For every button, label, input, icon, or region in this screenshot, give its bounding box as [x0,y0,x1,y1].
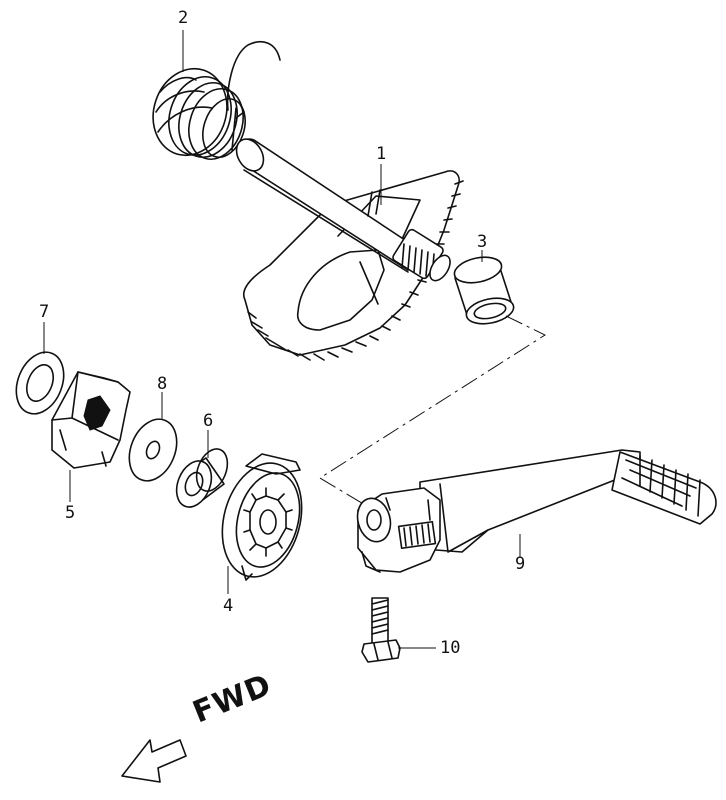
part-9-kick-starter-lever [356,449,717,573]
callout-9: 9 [515,554,526,574]
part-7-washer [15,351,65,415]
part-4-kick-idle-gear [221,453,303,581]
part-6-spacer [175,448,229,508]
part-5-guide [51,371,131,469]
forward-direction-arrow [121,739,187,783]
callout-6: 6 [203,411,214,431]
callout-10: 10 [440,638,461,658]
part-8-washer [128,418,178,482]
callout-4: 4 [223,596,234,616]
callout-5: 5 [65,503,76,523]
part-3-bushing [453,256,515,325]
part-1-kick-starter-shaft [235,138,464,361]
callout-7: 7 [39,302,50,322]
callout-2: 2 [178,8,189,28]
callout-1: 1 [376,144,387,164]
leader-lines [43,30,521,649]
part-2-kick-return-spring [152,41,281,160]
callout-3: 3 [477,232,488,252]
callout-8: 8 [157,374,168,394]
part-10-bolt [361,597,401,663]
